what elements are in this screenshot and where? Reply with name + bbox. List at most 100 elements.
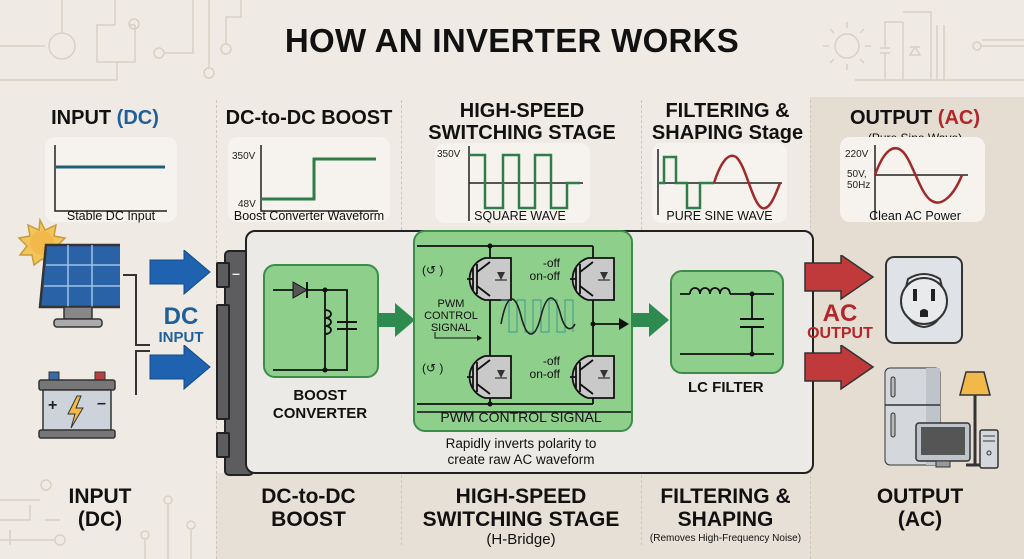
igbt-switch-icon	[467, 257, 512, 301]
filtering-caption: PURE SINE WAVE	[666, 209, 773, 223]
description-line1: Rapidly inverts polarity to	[445, 436, 597, 451]
bottom-label-line3: (H-Bridge)	[486, 531, 556, 548]
switching-caption: SQUARE WAVE	[474, 209, 566, 223]
dc-input-label: DC INPUT	[150, 303, 212, 347]
svg-text:–: –	[97, 395, 106, 412]
boost-to-bridge-arrow	[377, 303, 415, 337]
bottom-label-switching: HIGH-SPEED SWITCHING STAGE (H-Bridge)	[401, 485, 641, 549]
switching-waveform-card: 350V	[435, 143, 590, 223]
output-y-mid-label-2: 50Hz	[847, 180, 870, 191]
pwm-to-sine-waveform	[657, 149, 782, 215]
switch-state-line2: on-off	[529, 269, 560, 283]
solar-panel-icon	[17, 217, 120, 328]
bottom-label-line2: SWITCHING STAGE	[422, 508, 620, 531]
input-dc-waveform-card	[45, 137, 177, 222]
bottom-label-line3: (Removes High-Frequency Noise)	[649, 533, 802, 544]
input-dc-caption: Stable DC Input	[66, 209, 156, 223]
bottom-label-output: OUTPUT (AC)	[840, 485, 1000, 531]
column-divider	[401, 475, 402, 545]
wall-outlet-icon	[885, 256, 963, 344]
page-title: HOW AN INVERTER WORKS	[284, 22, 740, 59]
monitor-icon	[915, 422, 971, 468]
pwm-control-signal-label: PWM CONTROL SIGNAL	[418, 298, 484, 334]
heading-line: HIGH-SPEED	[459, 100, 585, 122]
switch-right-top-label: -off on-off	[520, 257, 560, 283]
h-bridge-block	[413, 230, 633, 432]
output-y-mid-label-1: 50V,	[847, 169, 867, 180]
ac-output-label: AC OUTPUT	[800, 302, 880, 343]
filtering-waveform-card	[652, 143, 787, 223]
bottom-label-line2: SHAPING	[677, 508, 774, 531]
bottom-label-line1: DC-to-DC	[261, 485, 356, 508]
bottom-label-input: INPUT (DC)	[20, 485, 180, 531]
filtering-heading: FILTERING & SHAPING Stage	[645, 100, 810, 144]
terminal-minus-sign: –	[232, 265, 240, 281]
boost-heading: DC-to-DC BOOST	[225, 107, 393, 129]
switching-heading: HIGH-SPEED SWITCHING STAGE	[404, 100, 640, 144]
terminal-positive	[216, 432, 230, 458]
lc-filter-block	[670, 270, 784, 374]
svg-text:+: +	[48, 397, 57, 414]
igbt-switch-icon	[570, 257, 615, 301]
switch-state-line1: -off	[542, 256, 560, 270]
boost-waveform-card: 350V 48V	[228, 137, 390, 222]
switch-left-top-label: (↺ )	[422, 263, 444, 277]
description-line2: create raw AC waveform	[447, 452, 595, 467]
boost-converter-block	[263, 264, 379, 378]
heading-accent: (AC)	[937, 107, 980, 129]
input-wiring	[123, 274, 150, 395]
h-bridge-bottom-label: PWM CONTROL SIGNAL	[440, 409, 602, 425]
column-divider	[641, 100, 642, 240]
pwm-label-line1: PWM	[437, 298, 465, 310]
boost-step-waveform: 350V 48V	[232, 145, 378, 212]
ac-arrow-bottom	[804, 345, 875, 391]
bottom-label-line1: HIGH-SPEED	[455, 485, 587, 508]
heading-text: OUTPUT	[850, 107, 938, 129]
column-divider	[641, 475, 642, 545]
pwm-label-line3: SIGNAL	[430, 322, 472, 334]
dc-input-label-line1: DC	[163, 303, 199, 330]
boost-converter-label: BOOST CONVERTER	[255, 387, 385, 423]
bottom-label-line1: INPUT	[68, 485, 132, 508]
bottom-label-line1: OUTPUT	[876, 485, 964, 508]
bottom-label-line2: (AC)	[897, 508, 943, 531]
lc-filter-schematic	[680, 287, 774, 357]
heading-accent: (DC)	[116, 107, 159, 129]
boost-label-line1: BOOST	[293, 387, 347, 404]
boost-caption: Boost Converter Waveform	[233, 209, 385, 223]
output-ac-caption: Clean AC Power	[869, 209, 961, 223]
pwm-label-line2: CONTROL	[424, 310, 478, 322]
boost-y-low-label: 48V	[238, 199, 256, 210]
heading-line: SWITCHING STAGE	[428, 122, 616, 144]
switch-left-bottom-label: (↺ )	[422, 361, 444, 375]
bottom-label-filtering: FILTERING & SHAPING (Removes High-Freque…	[641, 485, 810, 547]
heading-text: INPUT	[51, 107, 117, 129]
ac-sine-waveform: 220V 50V, 50Hz	[845, 145, 968, 219]
computer-tower-icon	[979, 429, 999, 469]
igbt-switch-icon	[467, 355, 512, 399]
pwm-sine-overlay	[500, 297, 576, 335]
bottom-label-line2: BOOST	[271, 508, 346, 531]
dc-input-label-line2: INPUT	[158, 329, 204, 346]
heading-line: FILTERING &	[665, 100, 790, 122]
heading-line: SHAPING Stage	[651, 122, 804, 144]
boost-y-high-label: 350V	[232, 151, 256, 162]
column-divider	[401, 100, 402, 230]
bottom-label-boost: DC-to-DC BOOST	[216, 485, 401, 531]
dc-flat-waveform	[54, 145, 167, 212]
bottom-label-line1: FILTERING &	[660, 485, 791, 508]
ac-output-label-line2: OUTPUT	[807, 325, 873, 342]
dc-arrow-bottom	[149, 345, 211, 391]
input-dc-heading: INPUT (DC)	[20, 107, 190, 129]
h-bridge-schematic	[417, 243, 631, 413]
dc-arrow-top	[149, 250, 211, 296]
bridge-to-filter-arrow	[631, 303, 669, 337]
ac-arrow-top	[804, 255, 875, 301]
switch-state-line2: on-off	[529, 367, 560, 381]
square-waveform: 350V	[437, 146, 583, 221]
switching-y-high-label: 350V	[437, 149, 461, 160]
switch-state-line1: -off	[542, 354, 560, 368]
battery-icon: + –	[38, 371, 116, 439]
output-waveform-card: 220V 50V, 50Hz	[840, 137, 985, 222]
